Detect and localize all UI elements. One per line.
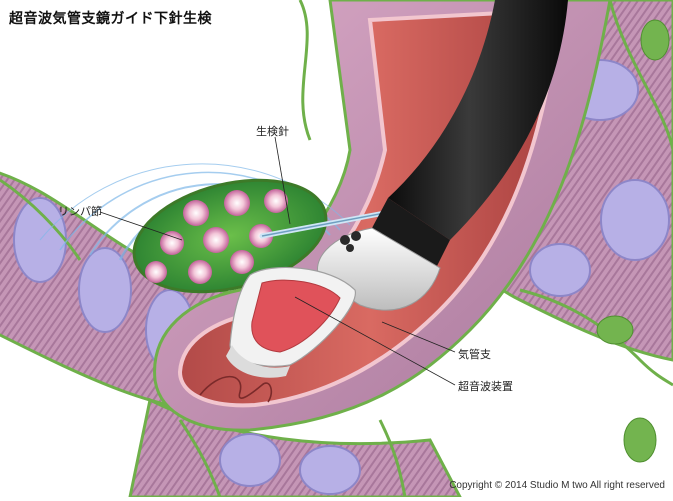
copyright-notice: Copyright © 2014 Studio M two All right … [449, 480, 665, 491]
leader-lines [99, 136, 456, 386]
page-title: 超音波気管支鏡ガイド下針生検 [9, 11, 212, 27]
endoscope [226, 0, 568, 378]
label-lymph-node: リンパ節 [58, 205, 102, 218]
lymph-follicles [145, 189, 288, 284]
label-biopsy-needle: 生検針 [256, 125, 289, 138]
label-ultrasound-device: 超音波装置 [458, 380, 513, 393]
lymph-node [132, 178, 328, 294]
vessel-bulbs [596, 19, 670, 463]
label-bronchus: 気管支 [458, 348, 491, 361]
biopsy-needle [259, 209, 393, 239]
